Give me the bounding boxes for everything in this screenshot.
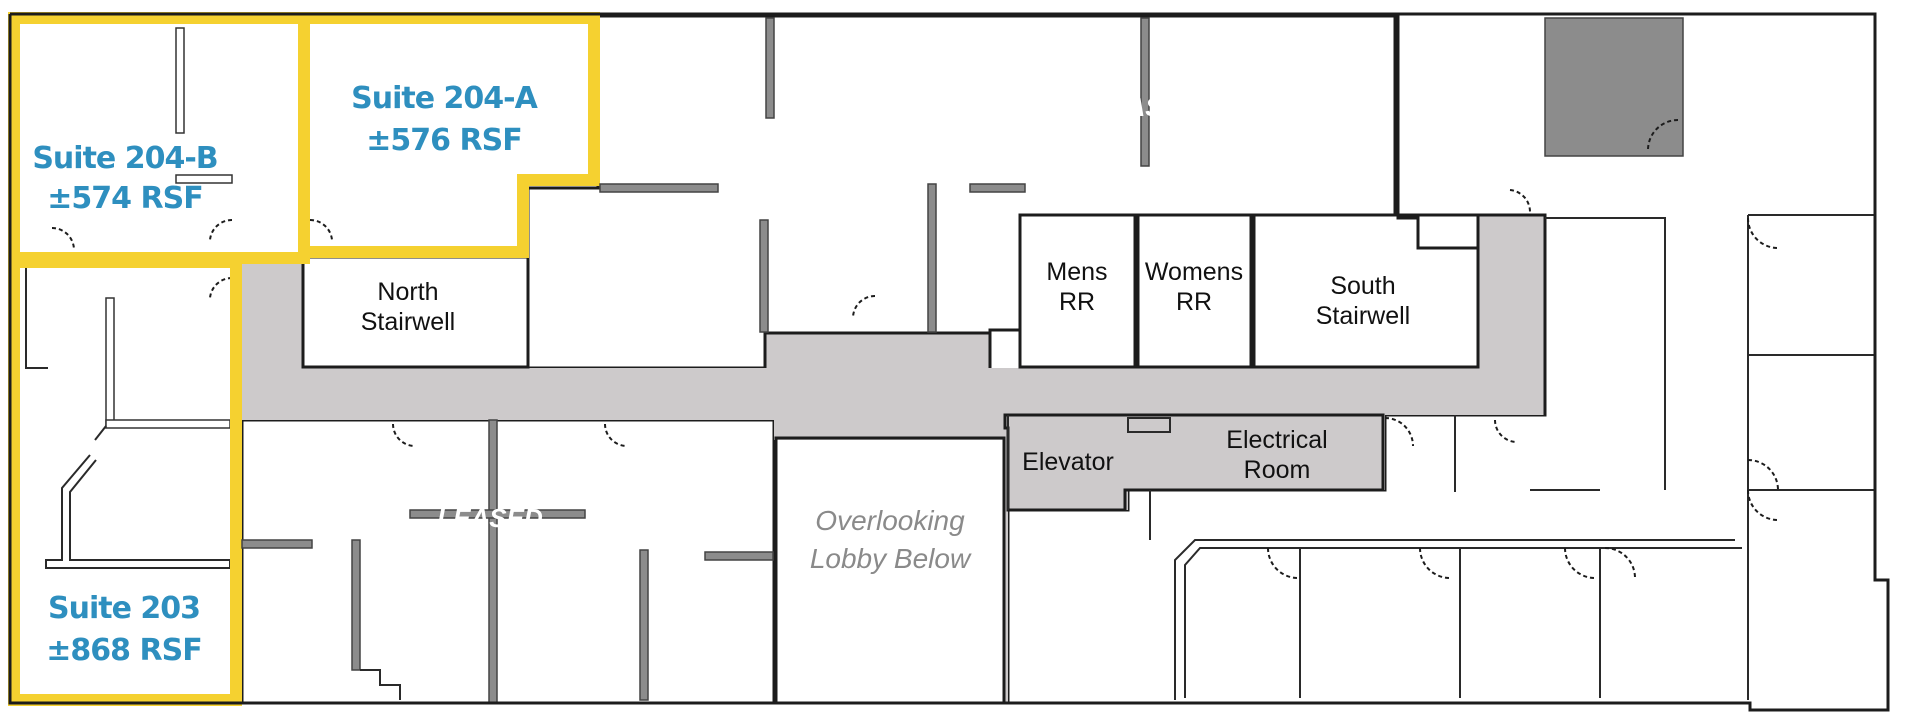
suite-204b-name: Suite 204-B <box>32 141 217 176</box>
north-stairwell-label-2: Stairwell <box>361 308 455 336</box>
available-suites <box>8 12 600 706</box>
common-corridor <box>236 180 1545 703</box>
building-outline <box>8 12 1890 712</box>
leased-labels: LEASED LEASED LEASED <box>437 92 1469 533</box>
leased-label-right: LEASED <box>1363 503 1469 533</box>
leased-label-top: LEASED <box>1093 92 1199 122</box>
elevator-electrical-block <box>1003 413 1385 512</box>
mens-rr-label-2: RR <box>1059 288 1095 316</box>
suite-outlines <box>8 12 600 706</box>
suite-204b-area: ±574 RSF <box>47 181 202 216</box>
suite-204b-area <box>14 18 304 258</box>
suite-203-name: Suite 203 <box>48 591 200 626</box>
womens-rr-label-1: Womens <box>1145 258 1243 286</box>
south-stairwell <box>1252 213 1480 369</box>
elevator-label: Elevator <box>1022 448 1114 476</box>
suite-203-area: ±868 RSF <box>46 633 201 668</box>
mens-restroom <box>1018 213 1137 369</box>
womens-restroom <box>1136 213 1253 369</box>
suite-interior-walls <box>25 27 333 569</box>
corridor-wall-top <box>763 331 992 368</box>
electrical-room-label-2: Room <box>1244 456 1311 484</box>
south-stairwell-label-1: South <box>1330 272 1395 300</box>
mens-rr-label-1: Mens <box>1046 258 1107 286</box>
lobby-label-2: Lobby Below <box>810 543 972 574</box>
suite-203-area <box>14 262 236 700</box>
corridor-wall-right <box>1478 213 1547 415</box>
south-stairwell-label-2: Stairwell <box>1316 302 1410 330</box>
leased-area-left <box>240 418 776 705</box>
suite-204a-area: ±576 RSF <box>366 123 521 158</box>
room-labels: North Stairwell Mens RR Womens RR South … <box>361 258 1410 574</box>
leased-label-left: LEASED <box>437 503 543 533</box>
lobby-label-1: Overlooking <box>815 505 965 536</box>
suite-labels: Suite 204-B ±574 RSF Suite 204-A ±576 RS… <box>32 81 539 668</box>
electrical-room-label-1: Electrical <box>1226 426 1327 454</box>
womens-rr-label-2: RR <box>1176 288 1212 316</box>
elevator-shaft-detail <box>1127 417 1171 433</box>
suite-204a-name: Suite 204-A <box>351 81 538 116</box>
north-stairwell-label-1: North <box>377 278 438 306</box>
leased-interior-walls <box>241 17 1875 704</box>
